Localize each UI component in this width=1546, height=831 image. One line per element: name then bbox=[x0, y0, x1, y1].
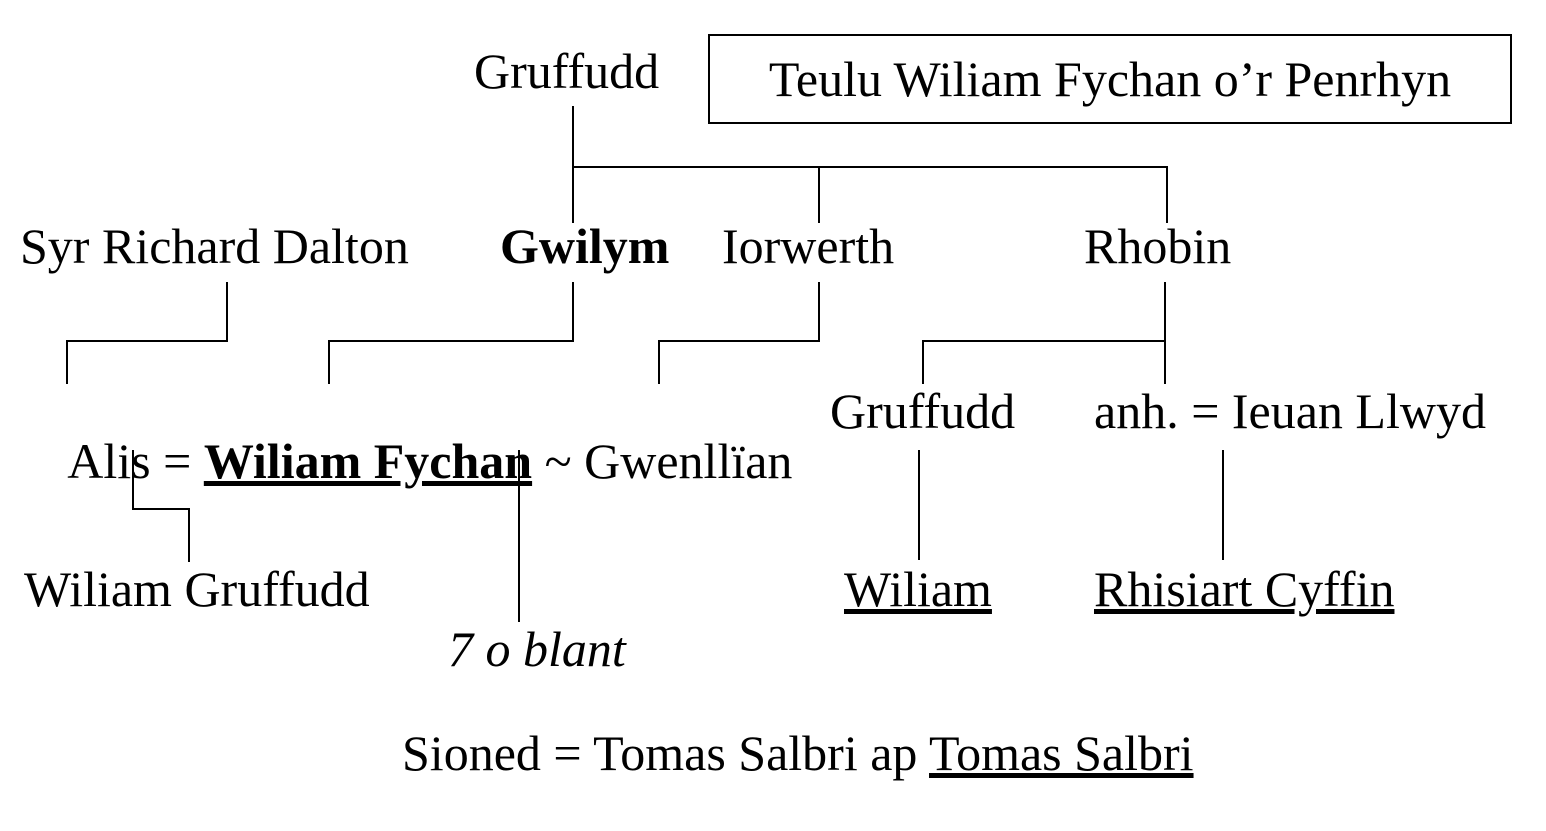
connector-iorwerth-elbow bbox=[658, 340, 820, 342]
connector-gen2-rail bbox=[572, 166, 1168, 168]
connector-drop-iorwerth bbox=[818, 166, 820, 223]
person-alis: Alis = bbox=[67, 433, 204, 489]
connector-gwilym-stem bbox=[572, 282, 574, 342]
connector-alis-child-stem bbox=[132, 450, 134, 510]
marriage-anh-ieuan-llwyd: anh. = Ieuan Llwyd bbox=[1094, 383, 1486, 439]
connector-drop-rhobin bbox=[1166, 166, 1168, 223]
connector-gwilym-elbow bbox=[328, 340, 574, 342]
connector-rhobin-rail bbox=[922, 340, 1166, 342]
connector-dalton-elbow bbox=[66, 340, 228, 342]
person-gruffudd-gen1: Gruffudd bbox=[474, 43, 660, 99]
connector-drop-alis bbox=[66, 340, 68, 384]
connector-drop-wiliam-gruffudd bbox=[188, 508, 190, 562]
marriage-alis-wiliam-fychan-gwenllian: Alis = Wiliam Fychan ~ Gwenllïan bbox=[20, 386, 792, 536]
connector-drop-wiliam-fychan bbox=[328, 340, 330, 384]
connector-drop-gwenllian bbox=[658, 340, 660, 384]
person-wiliam-gruffudd: Wiliam Gruffudd bbox=[24, 561, 370, 617]
person-gruffudd-gen3: Gruffudd bbox=[830, 383, 1016, 439]
person-rhobin: Rhobin bbox=[1084, 218, 1232, 274]
person-gwilym: Gwilym bbox=[500, 218, 670, 274]
connector-rhobin-stem bbox=[1164, 282, 1166, 384]
person-wiliam: Wiliam bbox=[844, 561, 992, 617]
connector-drop-gruffudd-gen3 bbox=[922, 340, 924, 384]
title-box: Teulu Wiliam Fychan o’r Penrhyn bbox=[708, 34, 1512, 124]
diagram-title: Teulu Wiliam Fychan o’r Penrhyn bbox=[768, 51, 1452, 107]
connector-drop-gwilym bbox=[572, 166, 574, 223]
person-iorwerth: Iorwerth bbox=[722, 218, 895, 274]
connector-dalton-stem bbox=[226, 282, 228, 342]
note-seven-children: 7 o blant bbox=[448, 621, 626, 677]
connector-drop-wiliam bbox=[918, 450, 920, 560]
connector-gruffudd-stem bbox=[572, 106, 574, 166]
person-wiliam-fychan: Wiliam Fychan bbox=[203, 433, 533, 489]
person-rhisiart-cyffin: Rhisiart Cyffin bbox=[1094, 561, 1395, 617]
person-syr-richard-dalton: Syr Richard Dalton bbox=[20, 218, 409, 274]
connector-iorwerth-stem bbox=[818, 282, 820, 342]
person-sioned-tomas-salbri-prefix: Sioned = Tomas Salbri ap bbox=[402, 725, 930, 781]
person-tomas-salbri-senior: Tomas Salbri bbox=[929, 725, 1194, 781]
connector-drop-rhisiart-cyffin bbox=[1222, 450, 1224, 560]
connector-union-seven-children bbox=[518, 450, 520, 622]
marriage-sioned-tomas-salbri: Sioned = Tomas Salbri ap Tomas Salbri bbox=[352, 678, 1194, 828]
person-gwenllian: ~ Gwenllïan bbox=[532, 433, 793, 489]
connector-alis-child-step bbox=[132, 508, 190, 510]
